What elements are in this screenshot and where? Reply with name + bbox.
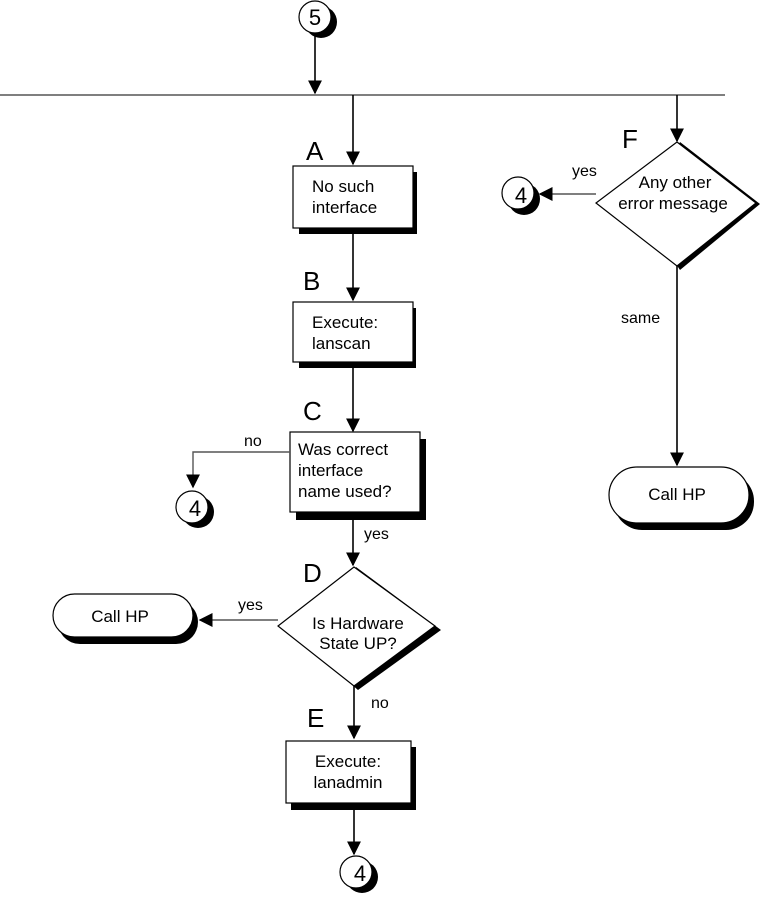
connector-4-c-text: 4 [189,496,201,521]
terminal-call-hp-right: Call HP [608,466,754,530]
connector-4-c: 4 [175,490,214,528]
step-e-line-1: Execute: [315,752,381,771]
terminal-call-hp-right-text: Call HP [648,485,706,504]
step-f-diamond: Any other error message [595,141,760,270]
terminal-call-hp-left-text: Call HP [91,607,149,626]
step-d-line-2: State UP? [319,634,397,653]
step-f-line-2: error message [618,194,728,213]
connector-5-text: 5 [309,5,321,30]
connector-4-e: 4 [339,855,378,893]
step-f-line-1: Any other [639,173,712,192]
step-a-line-1: No such [312,177,374,196]
step-c-label: C [303,396,322,426]
edge-f-same-label: same [621,310,660,327]
edge-d-yes-label: yes [238,597,263,614]
step-b-line-1: Execute: [312,313,378,332]
step-c-line-2: interface [298,461,363,480]
step-b-box: Execute: lanscan [292,301,416,368]
step-b-line-2: lanscan [312,334,371,353]
connector-4-e-text: 4 [354,861,366,886]
edge-f-yes-label: yes [572,163,597,180]
step-d-line-1: Is Hardware [312,614,404,633]
edge-d-no-label: no [371,695,389,712]
step-a-line-2: interface [312,198,377,217]
terminal-call-hp-left: Call HP [52,593,198,644]
edge-c-no [186,451,290,489]
step-e-box: Execute: lanadmin [285,740,416,810]
step-e-label: E [307,703,324,733]
step-f-label: F [622,124,638,154]
step-d-diamond: Is Hardware State UP? [277,566,441,690]
step-c-box: Was correct interface name used? [289,431,426,520]
step-c-line-1: Was correct [298,440,388,459]
step-c-line-3: name used? [298,482,392,501]
connector-4-f-text: 4 [515,183,527,208]
step-e-line-2: lanadmin [314,773,383,792]
step-a-label: A [306,136,324,166]
step-b-label: B [303,266,320,296]
step-d-label: D [303,558,322,588]
connector-4-f: 4 [501,176,540,215]
connector-5: 5 [298,0,337,38]
step-a-box: No such interface [292,165,417,234]
edge-c-no-label: no [244,433,262,450]
edge-c-yes-label: yes [364,526,389,543]
